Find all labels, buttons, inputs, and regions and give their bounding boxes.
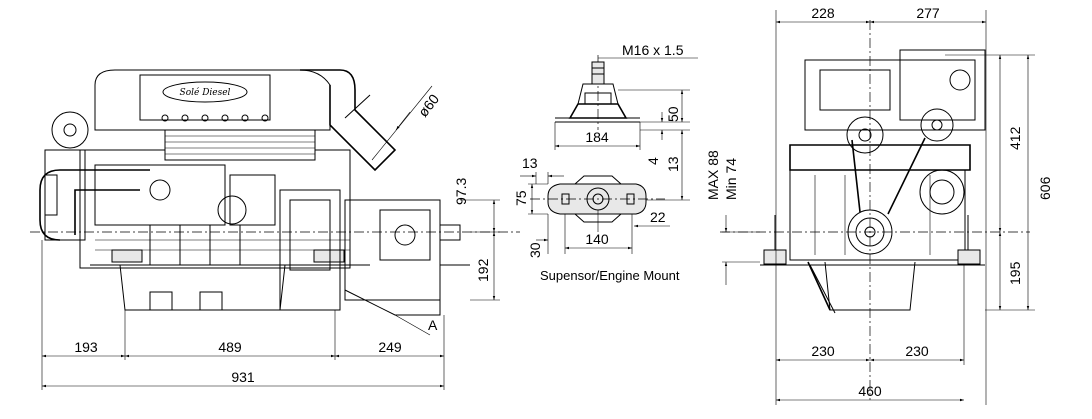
dim-606: 606 [1037,176,1053,200]
dim-97-3: 97.3 [453,178,469,205]
front-view-dimensions: 228 277 412 606 195 MAX 88 Min 74 230 23… [705,5,1053,405]
mount-dim-50: 50 [665,106,681,122]
dim-228: 228 [811,5,835,21]
dim-489: 489 [218,339,242,355]
dim-931: 931 [231,369,255,385]
dim-460: 460 [858,383,882,399]
dim-230-right: 230 [905,343,929,359]
dim-412: 412 [1007,126,1023,150]
engine-mount: M16 x 1.5 184 50 4 13 13 [513,42,698,283]
mount-dim-13-right: 13 [665,156,681,172]
dim-min: Min 74 [723,158,739,200]
dim-max: MAX 88 [705,150,721,200]
dim-dia-60: ø60 [415,91,443,120]
mount-caption: Supensor/Engine Mount [540,268,680,283]
dim-277: 277 [916,5,940,21]
mount-thread: M16 x 1.5 [622,42,684,58]
mount-dim-4: 4 [645,157,661,165]
mount-dim-75: 75 [513,190,529,206]
side-view-engine: Solé Diesel [30,69,520,336]
dim-193: 193 [74,339,98,355]
mount-dim-184: 184 [585,129,609,145]
front-view-engine [720,20,1030,400]
dim-192: 192 [475,258,491,282]
mount-dim-30: 30 [527,242,543,258]
dim-249: 249 [378,339,402,355]
mount-dim-140: 140 [585,231,609,247]
mount-dim-13-top: 13 [522,155,538,171]
mount-dim-22: 22 [650,209,666,225]
dim-195: 195 [1007,261,1023,285]
dim-230-left: 230 [811,343,835,359]
side-view-dimensions: 193 489 249 931 97.3 192 ø60 A [41,85,500,390]
label-a: A [428,317,438,333]
logo-text: Solé Diesel [180,87,231,98]
